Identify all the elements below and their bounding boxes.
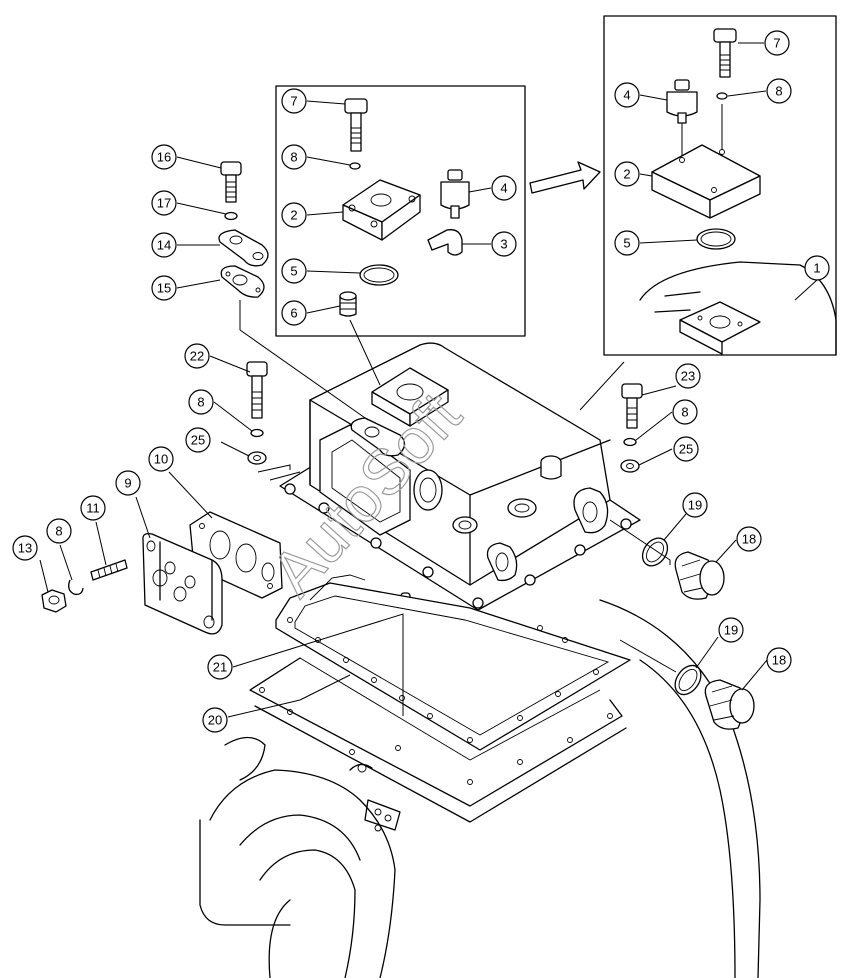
callout-8: 8 [672, 399, 698, 425]
callout-label: 6 [290, 306, 297, 321]
callout-label: 7 [290, 94, 297, 109]
callout-label: 16 [157, 150, 171, 165]
callout-label: 2 [290, 208, 297, 223]
gasket-and-case [199, 574, 761, 978]
callout-label: 1 [813, 261, 820, 276]
callout-label: 20 [208, 713, 222, 728]
callout-8: 8 [281, 144, 307, 170]
callout-15: 15 [151, 275, 177, 301]
right-box-parts [639, 28, 837, 356]
callout-4: 4 [491, 175, 517, 201]
callout-25: 25 [185, 427, 211, 453]
callout-label: 11 [86, 501, 100, 516]
callout-11: 11 [80, 495, 106, 521]
right-detail-box [603, 15, 837, 356]
callout-18: 18 [766, 647, 792, 673]
callout-label: 25 [679, 442, 693, 457]
flange-parts [218, 161, 269, 298]
callout-21: 21 [207, 654, 233, 680]
callout-10: 10 [148, 446, 174, 472]
callout-label: 8 [775, 84, 782, 99]
callout-13: 13 [12, 535, 38, 561]
center-detail-box [275, 85, 526, 337]
callout-label: 22 [190, 349, 204, 364]
callout-25: 25 [673, 436, 699, 462]
callout-label: 2 [623, 167, 630, 182]
callout-label: 8 [681, 405, 688, 420]
callout-1: 1 [804, 255, 830, 281]
callout-2: 2 [614, 161, 640, 187]
callout-4: 4 [614, 82, 640, 108]
callout-label: 14 [157, 238, 171, 253]
callout-label: 7 [773, 36, 780, 51]
callout-label: 10 [154, 452, 168, 467]
callout-8: 8 [46, 518, 72, 544]
callout-3: 3 [491, 231, 517, 257]
callout-17: 17 [151, 190, 177, 216]
main-housing [279, 342, 641, 611]
callout-label: 8 [290, 150, 297, 165]
callout-16: 16 [151, 144, 177, 170]
callout-5: 5 [614, 230, 640, 256]
callout-label: 17 [157, 196, 171, 211]
callout-label: 21 [213, 660, 227, 675]
callout-7: 7 [764, 30, 790, 56]
callout-23: 23 [675, 363, 701, 389]
callout-label: 25 [191, 433, 205, 448]
callout-label: 18 [742, 532, 756, 547]
callout-label: 15 [157, 281, 171, 296]
callout-19: 19 [718, 617, 744, 643]
arrow-icon [529, 161, 601, 194]
callout-label: 4 [500, 181, 507, 196]
callout-label: 3 [500, 237, 507, 252]
callouts: 1 7 4 8 2 5 7 8 2 4 3 5 6 16 17 14 15 22… [12, 30, 830, 733]
callout-label: 4 [623, 88, 630, 103]
callout-8: 8 [188, 389, 214, 415]
callout-19: 19 [682, 492, 708, 518]
callout-label: 8 [197, 395, 204, 410]
callout-18: 18 [736, 526, 762, 552]
callout-7: 7 [281, 88, 307, 114]
left-side-parts [41, 361, 283, 635]
callout-label: 19 [688, 498, 702, 513]
callout-label: 5 [290, 264, 297, 279]
callout-label: 19 [724, 623, 738, 638]
center-box-parts [339, 98, 470, 317]
callout-6: 6 [281, 300, 307, 326]
callout-20: 20 [202, 707, 228, 733]
callout-label: 5 [623, 236, 630, 251]
callout-label: 9 [124, 476, 131, 491]
callout-2: 2 [281, 202, 307, 228]
callout-8: 8 [766, 78, 792, 104]
callout-label: 13 [18, 541, 32, 556]
callout-22: 22 [184, 343, 210, 369]
callout-9: 9 [115, 470, 141, 496]
callout-label: 8 [55, 524, 62, 539]
callout-label: 18 [772, 653, 786, 668]
leader-lines [39, 42, 818, 718]
right-side-parts [620, 383, 755, 730]
callout-5: 5 [281, 258, 307, 284]
callout-label: 23 [681, 369, 695, 384]
callout-14: 14 [151, 232, 177, 258]
